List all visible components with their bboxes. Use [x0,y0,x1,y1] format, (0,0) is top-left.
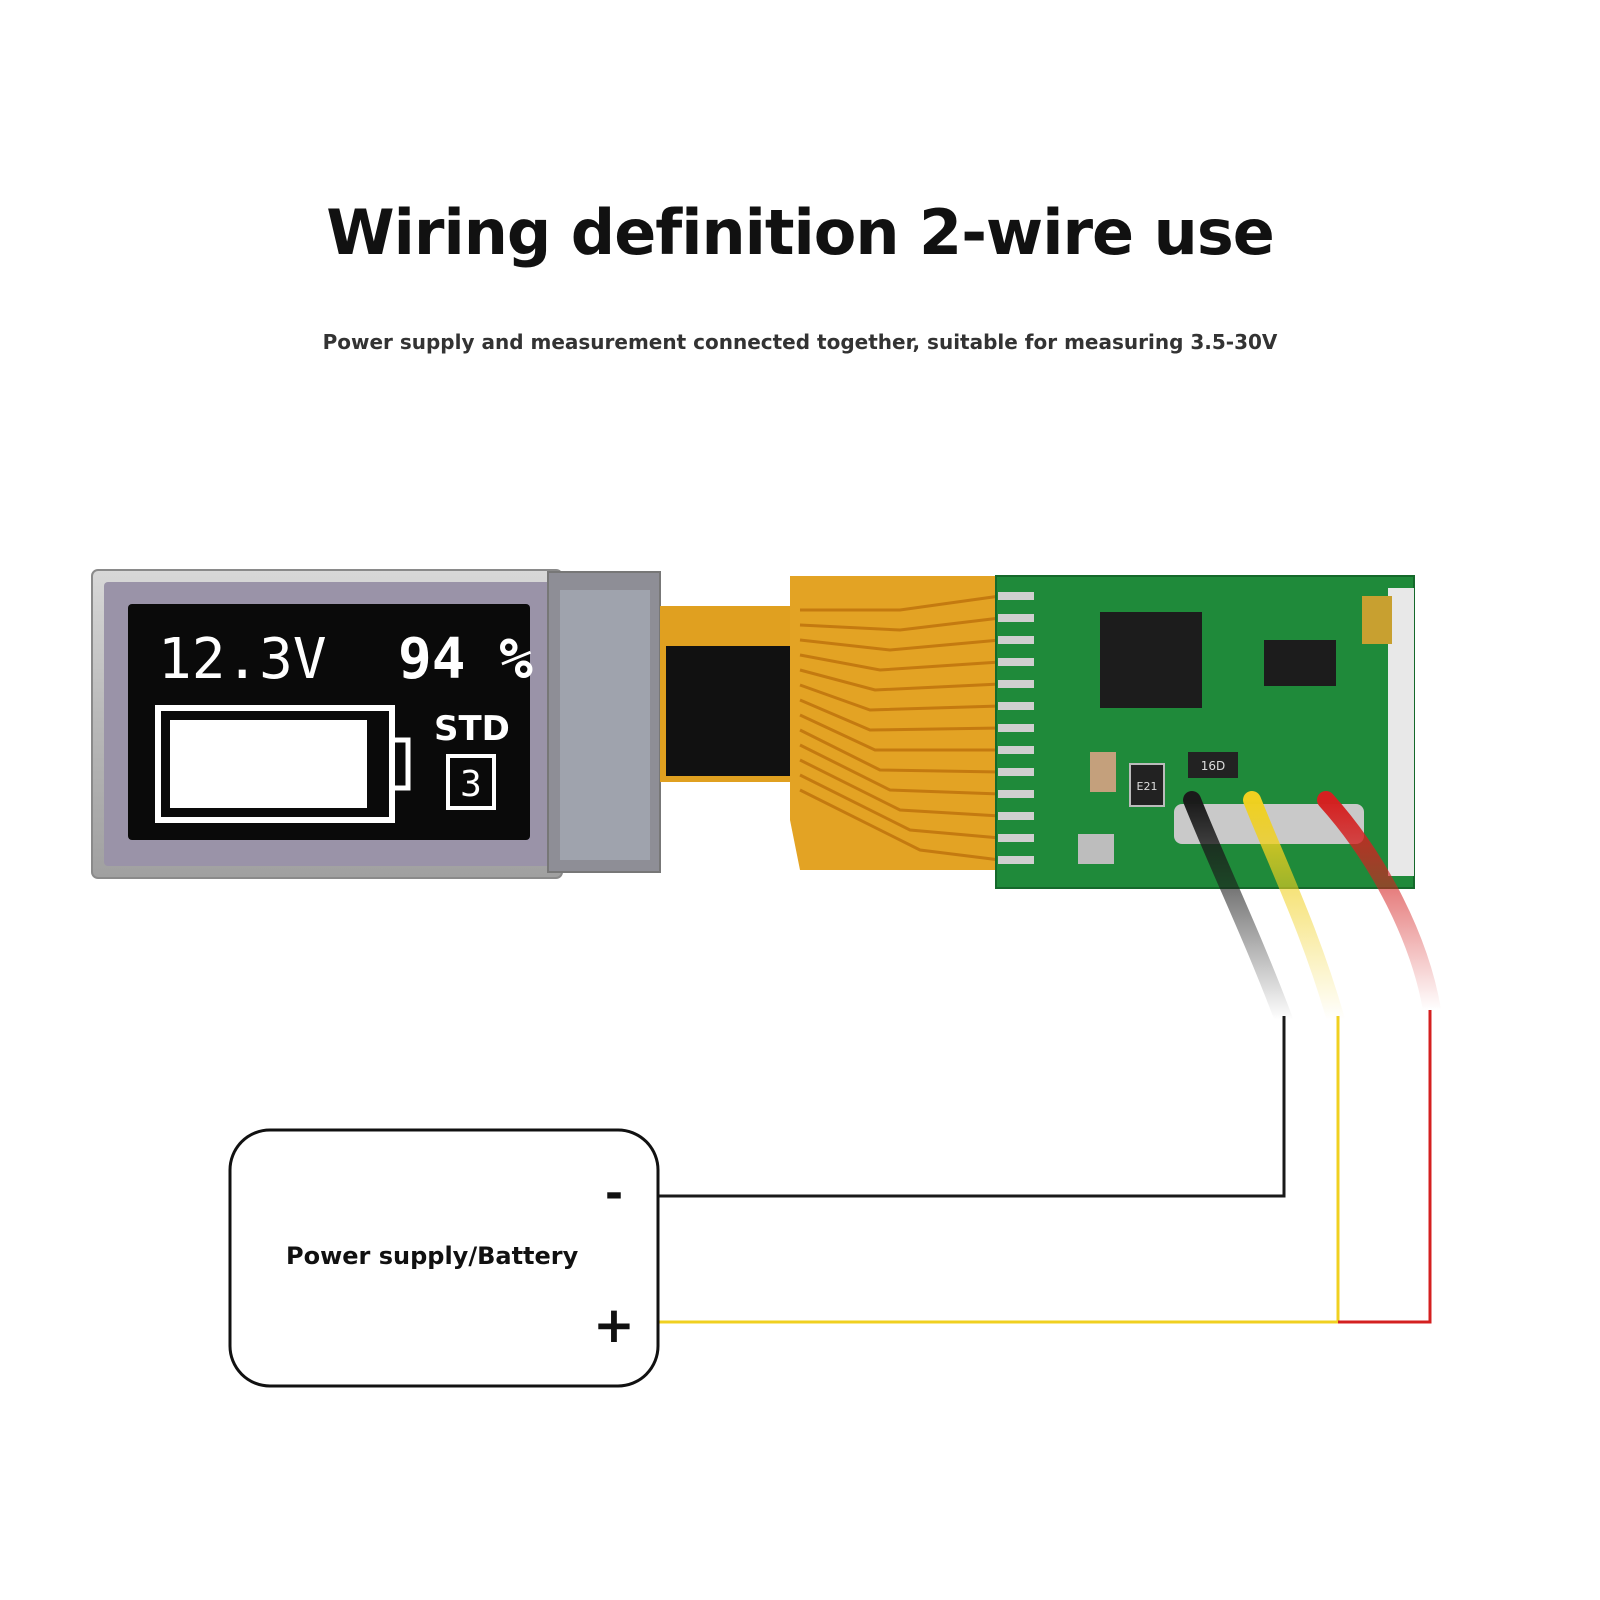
pcb-pads [998,592,1034,864]
power-supply-outline [228,1128,660,1388]
contact-pad [1362,596,1392,644]
flex-traces [799,594,1001,862]
black-wire-line [658,1016,1286,1198]
flex-cable-pad [790,576,1000,870]
plus-terminal-symbol: + [593,1296,635,1354]
capacitor [1090,752,1116,792]
page-subtitle: Power supply and measurement connected t… [322,330,1278,354]
inductor-marking: E21 [1137,780,1158,793]
battery-level-fill [170,720,367,808]
regulator-chip [1264,640,1336,686]
power-supply-box: Power supply/Battery - + [228,1128,660,1388]
red-wire-tail [1317,791,1441,1019]
page-title: Wiring definition 2-wire use [326,196,1275,269]
red-wire-line [1338,1010,1432,1324]
yellow-wire-line [658,1016,1340,1324]
mode-label: STD [434,709,510,749]
percent-readout: 94 % [398,627,533,692]
microcontroller-chip [1100,612,1202,708]
oled-display-module: 12.3V 94 % STD 3 [91,569,661,879]
schematic-wires [658,1010,1432,1324]
inductor [1129,763,1165,807]
oled-connector-texture [560,590,650,860]
flex-cable-stiffener [666,646,794,776]
resistor [1188,752,1238,778]
wire-tails [1183,791,1441,1029]
mode-level-box [446,754,496,810]
mode-level: 3 [460,764,482,805]
black-wire-tail [1183,791,1293,1029]
power-supply-label: Power supply/Battery [286,1242,579,1270]
voltage-readout: 12.3V [158,627,327,692]
flex-cable [660,576,1001,870]
resistor-marking: 16D [1201,759,1226,773]
pcb-edge [1388,588,1414,876]
solder-pad [1078,834,1114,864]
minus-terminal-symbol: - [605,1168,623,1219]
yellow-wire-tail [1243,791,1345,1029]
battery-terminal [389,737,411,791]
